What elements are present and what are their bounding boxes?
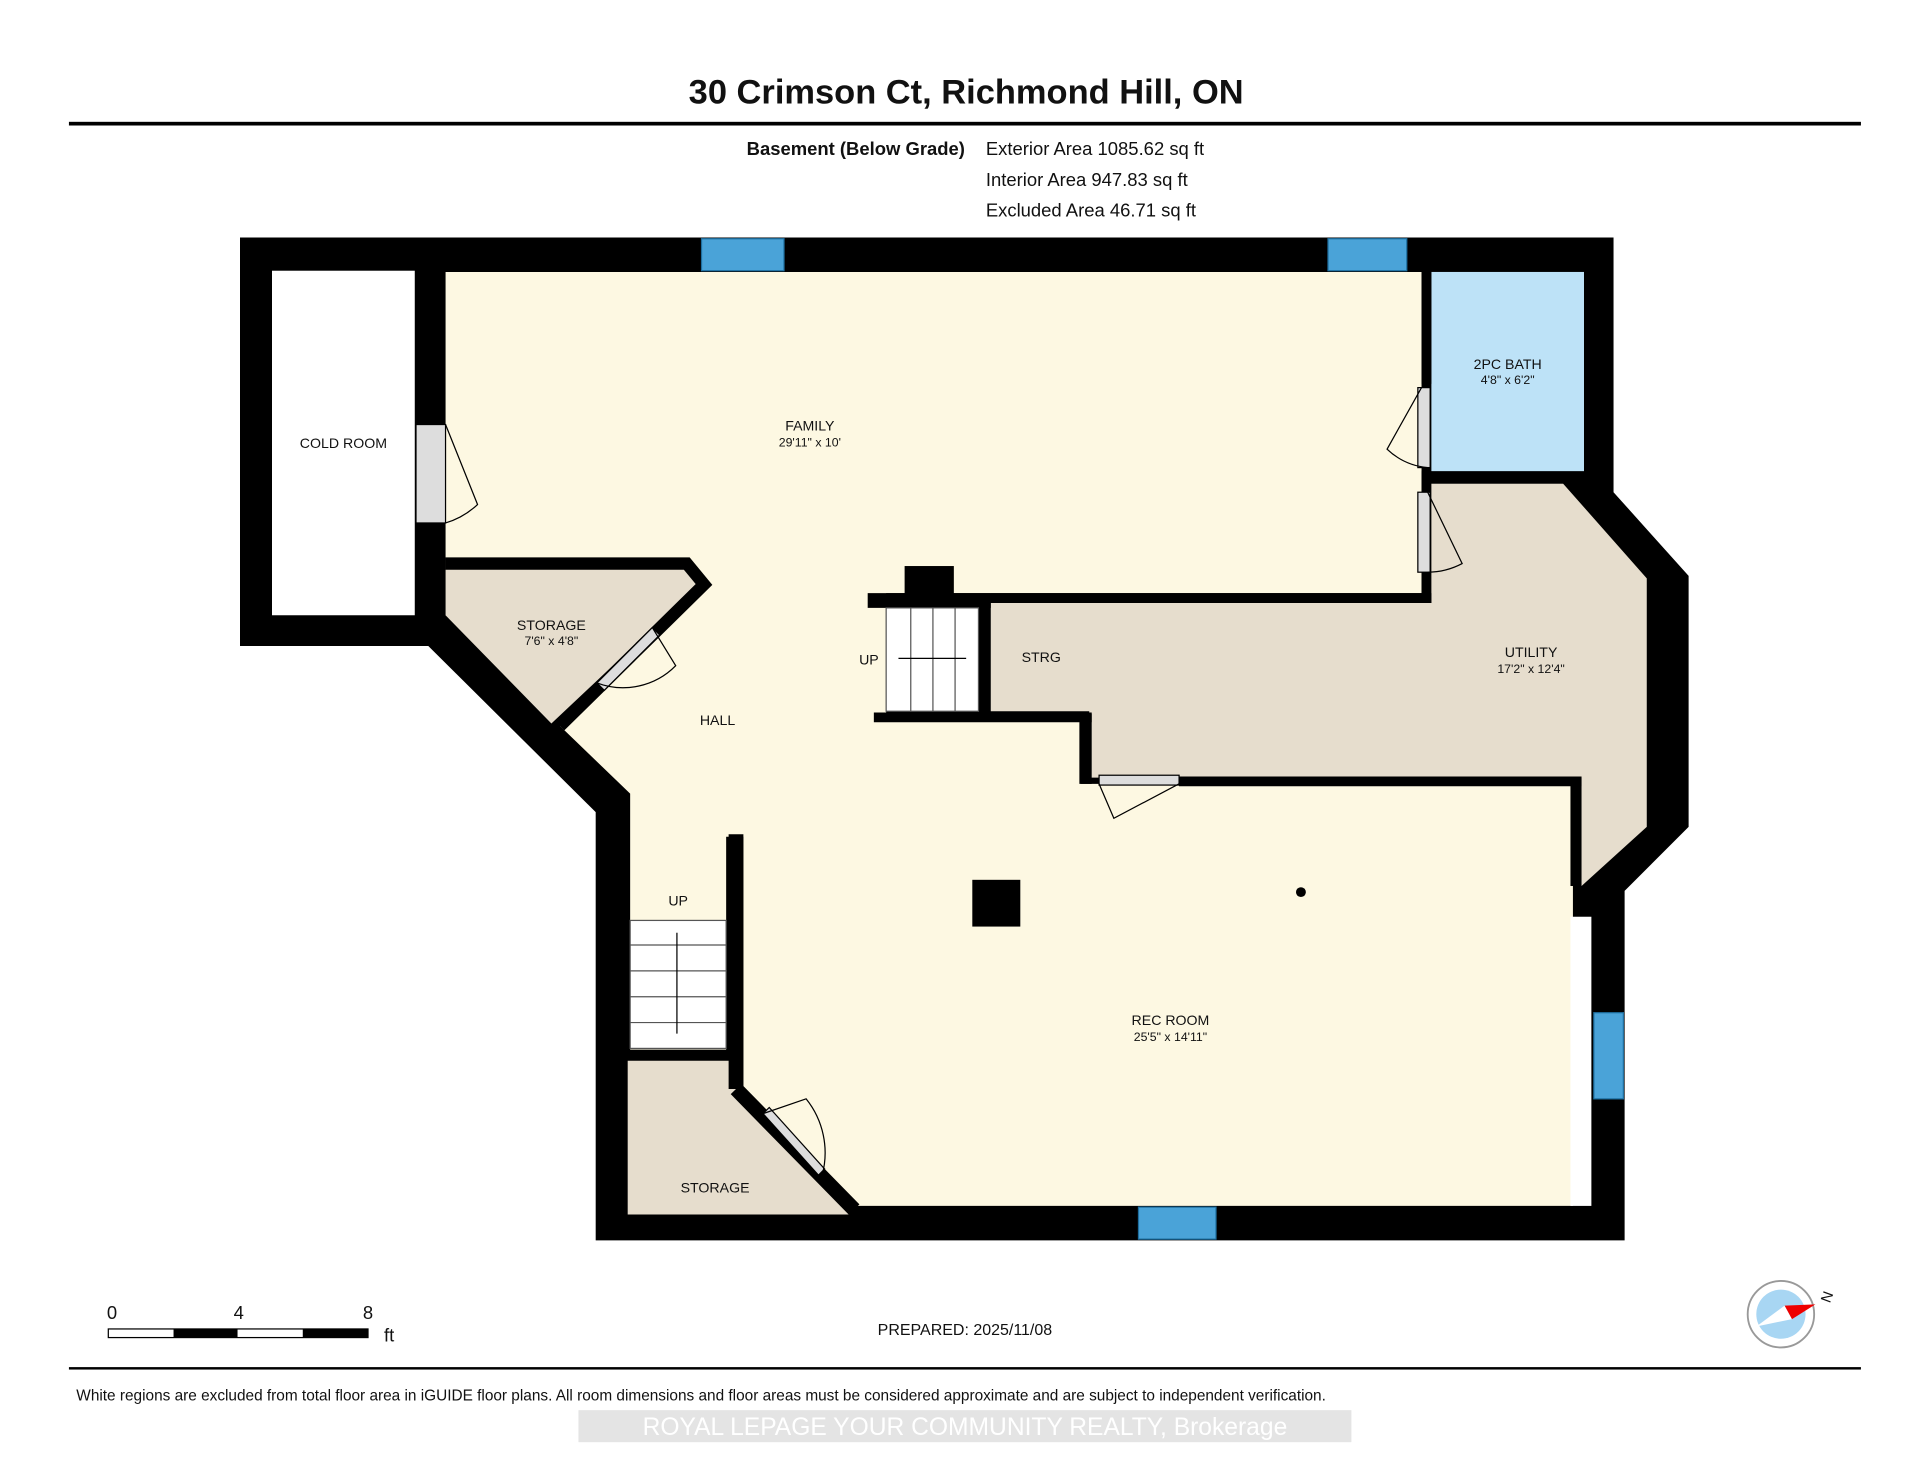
stairs-up-label: UP: [668, 893, 688, 909]
svg-text:4: 4: [234, 1302, 244, 1323]
exterior-area: Exterior Area 1085.62 sq ft: [986, 138, 1204, 159]
window: [1137, 1206, 1217, 1240]
post: [1296, 887, 1306, 898]
compass-north-label: N: [1819, 1289, 1838, 1304]
footer-rule: [68, 1367, 1861, 1370]
watermark-bg: [578, 1410, 1352, 1443]
doors: [415, 386, 1463, 1177]
room-dims-rec-room: 25'5" x 14'11": [1134, 1030, 1207, 1044]
room-label-hall: HALL: [700, 712, 736, 728]
room-label-family: FAMILY: [785, 418, 835, 434]
excluded-area: Excluded Area 46.71 sq ft: [986, 200, 1196, 221]
cold-room-area: [272, 270, 415, 616]
room-dims-family: 29'11" x 10': [779, 436, 841, 450]
room-label-rec-room: REC ROOM: [1132, 1012, 1210, 1028]
room-label-strg: STRG: [1022, 649, 1061, 665]
window: [1327, 238, 1408, 272]
bath-area: [1431, 271, 1584, 472]
scale-bar: 0 4 8 ft: [107, 1302, 394, 1345]
living-area: [445, 271, 1573, 1206]
page-title: 30 Crimson Ct, Richmond Hill, ON: [689, 73, 1244, 111]
room-dims-utility: 17'2" x 12'4": [1497, 662, 1564, 676]
room-label-cold-room: COLD ROOM: [300, 435, 387, 451]
room-dims-bath: 4'8" x 6'2": [1481, 373, 1535, 387]
watermark: ROYAL LEPAGE YOUR COMMUNITY REALTY, Brok…: [643, 1414, 1288, 1441]
prepared-date: PREPARED: 2025/11/08: [878, 1322, 1053, 1339]
room-label-storage: STORAGE: [517, 617, 586, 633]
column: [904, 566, 954, 596]
stairs-up-label: UP: [859, 651, 879, 667]
excluded-strip: [1570, 916, 1592, 1206]
room-dims-storage: 7'6" x 4'8": [524, 634, 578, 648]
compass-icon: N: [1746, 1280, 1838, 1349]
title-rule: [68, 121, 1861, 126]
window: [1593, 1012, 1625, 1100]
stairs-main: [885, 607, 980, 712]
room-label-bath: 2PC BATH: [1474, 356, 1542, 372]
storage2-area: [627, 1060, 850, 1215]
storage-area: [445, 568, 700, 724]
interior-area: Interior Area 947.83 sq ft: [986, 169, 1188, 190]
svg-text:0: 0: [107, 1302, 117, 1323]
stairs-hall: [629, 919, 727, 1050]
room-label-utility: UTILITY: [1505, 644, 1558, 660]
floor-plan: COLD ROOM FAMILY 29'11" x 10' 2PC BATH 4…: [240, 237, 1689, 1241]
svg-text:8: 8: [363, 1302, 373, 1323]
footer-note: White regions are excluded from total fl…: [76, 1387, 1326, 1404]
svg-text:ft: ft: [384, 1324, 394, 1345]
room-label-storage2: STORAGE: [681, 1179, 750, 1195]
window: [700, 238, 785, 272]
utility-area: [990, 483, 1647, 886]
column: [972, 879, 1021, 927]
level-name: Basement (Below Grade): [747, 138, 965, 159]
